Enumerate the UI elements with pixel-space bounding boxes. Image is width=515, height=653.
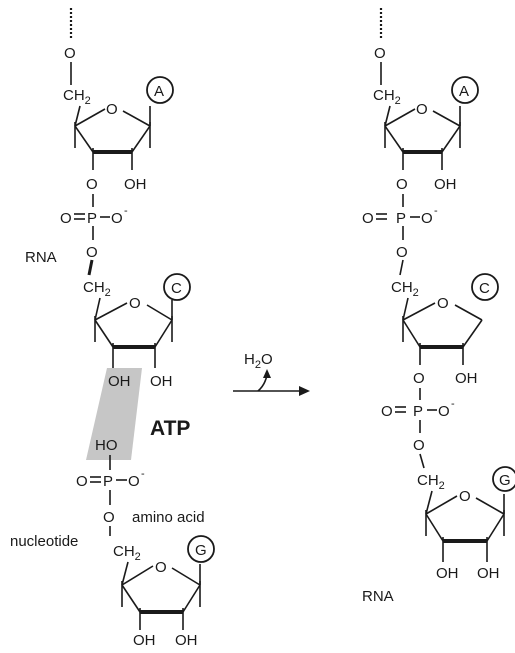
svg-text:O: O	[459, 488, 471, 505]
ribose-ring-3: O	[121, 559, 201, 630]
oh-label: OH	[150, 373, 173, 390]
rna-label-left: RNA	[25, 249, 57, 266]
base-c: C	[479, 280, 490, 297]
base-g: G	[195, 542, 207, 559]
oh-label: OH	[108, 373, 131, 390]
svg-text:O: O	[128, 473, 140, 490]
base-a: A	[459, 83, 469, 100]
svg-text:-: -	[451, 398, 455, 410]
oh-label: OH	[124, 176, 147, 193]
svg-text:OH: OH	[436, 565, 459, 582]
water-label: H2O	[244, 351, 273, 371]
base-a: A	[154, 83, 164, 100]
svg-text:-: -	[141, 468, 145, 480]
phosphate-group-2: O P O -	[76, 468, 145, 490]
base-g-circle	[187, 535, 215, 563]
svg-text:O: O	[421, 210, 433, 227]
ribose-ring-2: O	[94, 295, 173, 368]
svg-text:P: P	[396, 210, 406, 227]
ch2-label: CH2	[63, 87, 91, 107]
svg-text:-: -	[124, 205, 128, 217]
base-c-circle	[471, 273, 499, 301]
svg-text:-: -	[434, 205, 438, 217]
svg-text:O: O	[413, 370, 425, 387]
svg-text:O: O	[374, 45, 386, 62]
svg-text:O: O	[437, 295, 449, 312]
base-g-circle	[492, 466, 515, 492]
base-a-circle	[146, 76, 174, 104]
ch2-label: CH2	[417, 472, 445, 492]
svg-text:O: O	[76, 473, 88, 490]
right-rna-strand: O CH2 O A OH O O P O -	[362, 8, 515, 605]
svg-text:P: P	[103, 473, 113, 490]
svg-text:O: O	[438, 403, 450, 420]
atom-o: O	[86, 176, 98, 193]
svg-text:P: P	[87, 210, 97, 227]
ribose-ring-1: O	[74, 101, 151, 170]
base-c-circle	[163, 273, 191, 301]
ribose-ring-r3: O	[425, 488, 505, 562]
svg-text:O: O	[396, 176, 408, 193]
svg-text:OH: OH	[175, 632, 198, 649]
ribose-ring-r2: O	[402, 295, 483, 365]
atp-label: ATP	[150, 417, 190, 440]
nucleotide-label: nucleotide	[10, 533, 78, 550]
ch2-label: CH2	[373, 87, 401, 107]
ribose-ring-r1: O	[384, 101, 461, 170]
left-rna-strand: O CH2 O A OH O O P	[10, 8, 215, 649]
ch2-label: CH2	[83, 279, 111, 299]
ch2-label: CH2	[391, 279, 419, 299]
svg-text:P: P	[413, 403, 423, 420]
ho-label: HO	[95, 437, 118, 454]
base-g: G	[499, 472, 511, 489]
phosphate-group-r2: O P O -	[381, 398, 455, 420]
svg-text:O: O	[362, 210, 374, 227]
base-c: C	[171, 280, 182, 297]
svg-text:OH: OH	[477, 565, 500, 582]
svg-text:OH: OH	[455, 370, 478, 387]
phosphate-group-r1: O P O -	[362, 205, 438, 227]
svg-text:O: O	[416, 101, 428, 118]
ch2-label: CH2	[113, 543, 141, 563]
svg-text:OH: OH	[434, 176, 457, 193]
svg-text:O: O	[60, 210, 72, 227]
svg-text:O: O	[129, 295, 141, 312]
atp-activation-wedge	[86, 368, 142, 460]
svg-text:O: O	[396, 244, 408, 261]
reaction-arrow: H2O	[233, 351, 310, 396]
rna-label-right: RNA	[362, 588, 394, 605]
svg-text:O: O	[86, 244, 98, 261]
svg-text:O: O	[103, 509, 115, 526]
svg-text:O: O	[155, 559, 167, 576]
base-a-circle	[451, 76, 479, 104]
svg-text:O: O	[111, 210, 123, 227]
svg-text:OH: OH	[133, 632, 156, 649]
ring-oxygen: O	[106, 101, 118, 118]
svg-text:O: O	[381, 403, 393, 420]
atom-o: O	[64, 45, 76, 62]
amino-acid-label: amino acid	[132, 509, 205, 526]
svg-text:O: O	[413, 437, 425, 454]
phosphate-group-1: O P O -	[60, 205, 128, 227]
